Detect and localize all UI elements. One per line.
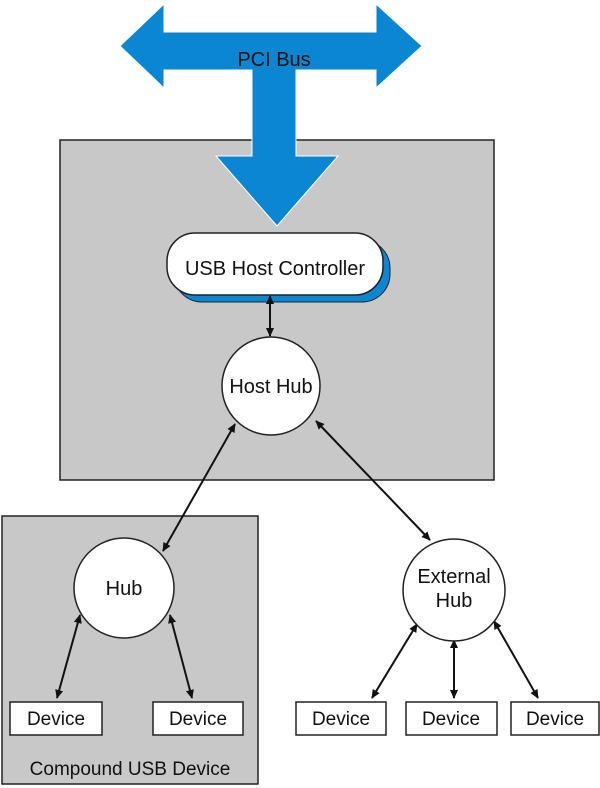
external-device-box-2 xyxy=(405,701,498,736)
external-hub-label-line2: Hub xyxy=(436,590,473,612)
compound-device-box-2 xyxy=(152,701,244,736)
link-exthub-device-3 xyxy=(493,620,539,699)
external-device-label-1: Device xyxy=(312,709,370,730)
host-hub-label: Host Hub xyxy=(229,376,312,398)
hub-label: Hub xyxy=(106,578,143,600)
link-hub-device-1 xyxy=(55,614,82,699)
external-hub-node xyxy=(402,538,506,642)
compound-device-label-1: Device xyxy=(27,709,85,730)
hub-node xyxy=(73,537,175,639)
external-device-label-2: Device xyxy=(422,709,480,730)
host-controller-label: USB Host Controller xyxy=(185,258,365,280)
pci-bus-label: PCI Bus xyxy=(237,49,310,71)
compound-device-box-1 xyxy=(9,701,103,736)
external-device-label-3: Device xyxy=(526,709,584,730)
host-controller-box xyxy=(166,232,384,296)
host-hub-node xyxy=(221,336,321,436)
link-hosthub-externalhub xyxy=(315,420,431,541)
link-hosthub-hub xyxy=(162,423,236,552)
external-device-box-1 xyxy=(295,701,387,736)
compound-device-caption: Compound USB Device xyxy=(30,759,231,780)
external-hub-label-line1: External xyxy=(417,566,490,588)
compound-device-label-2: Device xyxy=(169,709,227,730)
link-hub-device-2 xyxy=(168,614,194,699)
external-device-box-3 xyxy=(510,701,600,736)
pci-bus-arrow xyxy=(119,2,423,227)
link-exthub-device-1 xyxy=(371,623,418,699)
